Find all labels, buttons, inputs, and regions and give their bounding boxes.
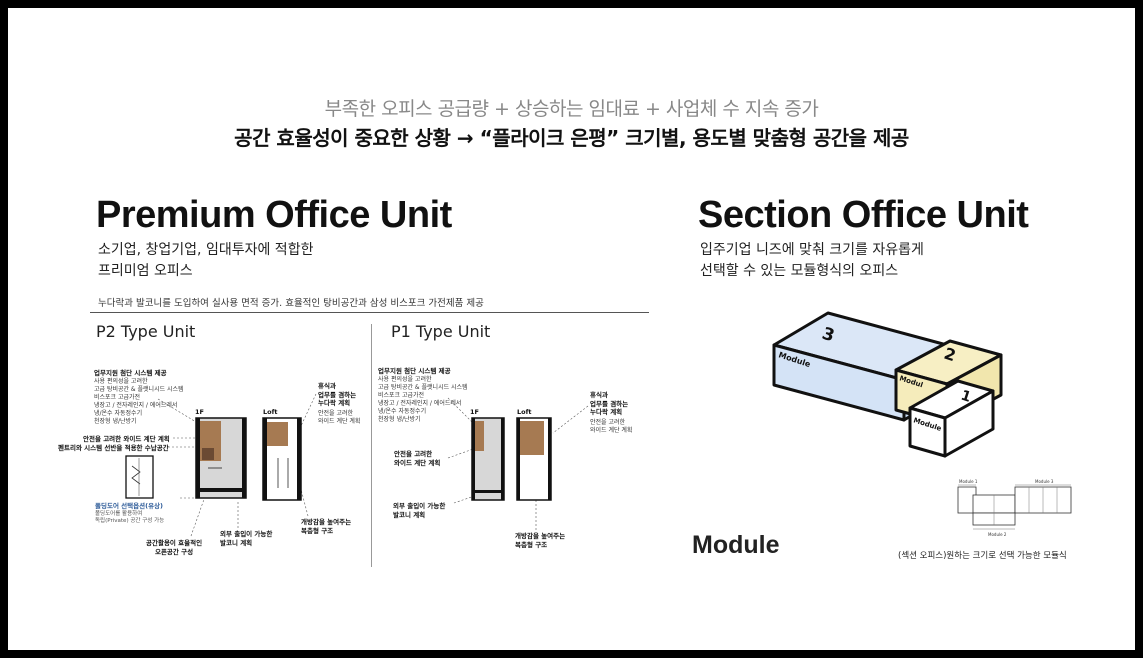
p1-duplex-callout: 개방감을 높여주는 복층형 구조 <box>515 532 565 549</box>
p2-folding-title: 폴딩도어 선택옵션(유상) <box>95 502 164 510</box>
p1-system-item: 냉/온수 자동정수기 <box>378 407 427 415</box>
headline-line-1: 부족한 오피스 공급량 + 상승하는 임대료 + 사업체 수 지속 증가 <box>324 98 819 120</box>
p2-rest-title: 누다락 계획 <box>318 399 351 407</box>
p1-stair-callout: 안전을 고려한 와이드 계단 계획 <box>394 450 440 467</box>
module-blocks-illustration: 3 Module 2 Modul 1 Module <box>772 311 1072 537</box>
p1-rest-title: 누다락 계획 <box>590 408 623 416</box>
mini-label-module-1: Module 1 <box>959 479 978 484</box>
divider-horizontal <box>90 312 649 313</box>
p1-stair-line: 안전을 고려한 <box>394 450 433 458</box>
p1-label-1f: 1F <box>470 408 479 416</box>
divider-vertical <box>371 324 372 567</box>
p2-system-item: 천장형 냉/난방기 <box>94 417 137 425</box>
p2-system-item: 고급 탕비공간 & 플랫니시드 시스템 <box>94 385 184 393</box>
premium-subtitle-line-1: 소기업, 창업기업, 임대투자에 적합한 <box>98 242 314 258</box>
slide: 부족한 오피스 공급량 + 상승하는 임대료 + 사업체 수 지속 증가 공간 … <box>8 8 1135 650</box>
block-1-number: 1 <box>959 388 973 406</box>
premium-subtitle-line-2: 프리미엄 오피스 <box>98 263 193 279</box>
p2-balcony-line: 발코니 계획 <box>220 538 253 547</box>
p2-folding-item: 폴딩도어를 활용하여 <box>95 510 143 517</box>
mini-label-module-3: Module 3 <box>1035 479 1054 484</box>
p1-rest-sub: 와이드 계단 계획 <box>590 426 633 434</box>
headline-line-2: 공간 효율성이 중요한 상황 → “플라이크 은평” 크기별, 용도별 맞춤형 … <box>234 126 909 150</box>
p1-rest-title: 업무를 겸하는 <box>590 399 629 408</box>
p2-folding-item: 독립(Private) 공간 구성 가능 <box>95 518 165 524</box>
p2-open-line: 공간활용이 효율적인 <box>146 539 203 547</box>
p2-duplex-line: 개방감을 높여주는 <box>301 518 352 526</box>
module-caption: (섹션 오피스)원하는 크기로 선택 가능한 모듈식 <box>898 551 1067 561</box>
p2-system-title: 업무지원 첨단 시스템 제공 <box>94 369 167 377</box>
p2-open-line: 오픈공간 구성 <box>154 547 194 556</box>
p2-rest-title: 휴식과 <box>318 382 336 390</box>
module-block-1 <box>908 379 995 458</box>
p1-system-item: 비스포크 고급가전 <box>378 391 425 399</box>
premium-title: Premium Office Unit <box>96 194 452 236</box>
p2-rest-title: 업무를 겸하는 <box>318 390 357 399</box>
p1-system-item: 고급 탕비공간 & 플랫니시드 시스템 <box>378 383 468 391</box>
p1-title: P1 Type Unit <box>391 322 491 341</box>
p1-label-loft: Loft <box>517 408 532 416</box>
p1-rest-sub: 안전을 고려한 <box>590 418 626 426</box>
block-3-number: 3 <box>819 324 836 347</box>
p2-system-item: 냉장고 / 전자레인지 / 에어드레서 <box>94 401 178 409</box>
p2-duplex-line: 복층형 구조 <box>301 526 334 535</box>
p1-system-item: 냉장고 / 전자레인지 / 에어드레서 <box>378 399 462 407</box>
premium-note: 누다락과 발코니를 도입하여 실사용 면적 증가. 효율적인 탕비공간과 삼성 … <box>98 298 484 309</box>
p1-balcony-line: 외부 출입이 가능한 <box>393 502 446 510</box>
p2-system-callout: 업무지원 첨단 시스템 제공 사용 편의성을 고려한 고급 탕비공간 & 플랫니… <box>94 369 184 426</box>
section-title: Section Office Unit <box>698 194 1029 236</box>
p2-stair-label: 안전을 고려한 와이드 계단 계획 <box>83 435 170 443</box>
p1-duplex-line: 개방감을 높여주는 <box>515 532 566 540</box>
section-subtitle-line-2: 선택할 수 있는 모듈형식의 오피스 <box>700 263 899 279</box>
p2-rest-sub: 안전을 고려한 <box>318 409 354 417</box>
p1-balcony-line: 발코니 계획 <box>393 510 426 519</box>
p1-system-callout: 업무지원 첨단 시스템 제공 사용 편의성을 고려한 고급 탕비공간 & 플랫니… <box>378 367 468 424</box>
p1-floorplans <box>447 397 589 530</box>
p2-duplex-callout: 개방감을 높여주는 복층형 구조 <box>301 518 351 535</box>
p2-rest-sub: 와이드 계단 계획 <box>318 417 361 425</box>
module-mini-diagram: Module 1 Module 2 Module 3 <box>957 479 1072 537</box>
p2-system-item: 비스포크 고급가전 <box>94 393 141 401</box>
p2-floorplans <box>125 393 317 537</box>
p1-duplex-line: 복층형 구조 <box>515 540 548 549</box>
p2-title: P2 Type Unit <box>96 322 196 341</box>
p1-stair-line: 와이드 계단 계획 <box>394 458 441 467</box>
p1-rest-title: 휴식과 <box>590 391 608 399</box>
p1-system-title: 업무지원 첨단 시스템 제공 <box>378 367 451 375</box>
section-subtitle: 입주기업 니즈에 맞춰 크기를 자유롭게 선택할 수 있는 모듈형식의 오피스 <box>700 240 924 282</box>
p2-label-loft: Loft <box>263 408 278 416</box>
p1-rest-callout: 휴식과 업무를 겸하는 누다락 계획 안전을 고려한 와이드 계단 계획 <box>590 391 632 435</box>
p2-balcony-callout: 외부 출입이 가능한 발코니 계획 <box>220 530 272 547</box>
p2-system-item: 냉/온수 자동정수기 <box>94 409 143 417</box>
p1-system-item: 천장형 냉/난방기 <box>378 415 421 423</box>
p2-open-callout: 공간활용이 효율적인 오픈공간 구성 <box>146 539 202 556</box>
p2-rest-callout: 휴식과 업무를 겸하는 누다락 계획 안전을 고려한 와이드 계단 계획 <box>318 382 360 426</box>
p2-folding-callout: 폴딩도어 선택옵션(유상) 폴딩도어를 활용하여 독립(Private) 공간 … <box>95 502 164 526</box>
mini-label-module-2: Module 2 <box>988 532 1007 537</box>
section-subtitle-line-1: 입주기업 니즈에 맞춰 크기를 자유롭게 <box>700 242 924 258</box>
p1-system-item: 사용 편의성을 고려한 <box>378 375 432 383</box>
p2-label-1f: 1F <box>195 408 204 416</box>
p1-balcony-callout: 외부 출입이 가능한 발코니 계획 <box>393 502 445 519</box>
p2-balcony-line: 외부 출입이 가능한 <box>220 530 273 538</box>
p2-system-item: 사용 편의성을 고려한 <box>94 377 148 385</box>
p2-pantry-label: 펜트리와 시스템 선반을 적용한 수납공간 <box>58 444 169 452</box>
module-word: Module <box>692 531 780 559</box>
premium-subtitle: 소기업, 창업기업, 임대투자에 적합한 프리미엄 오피스 <box>98 240 313 282</box>
